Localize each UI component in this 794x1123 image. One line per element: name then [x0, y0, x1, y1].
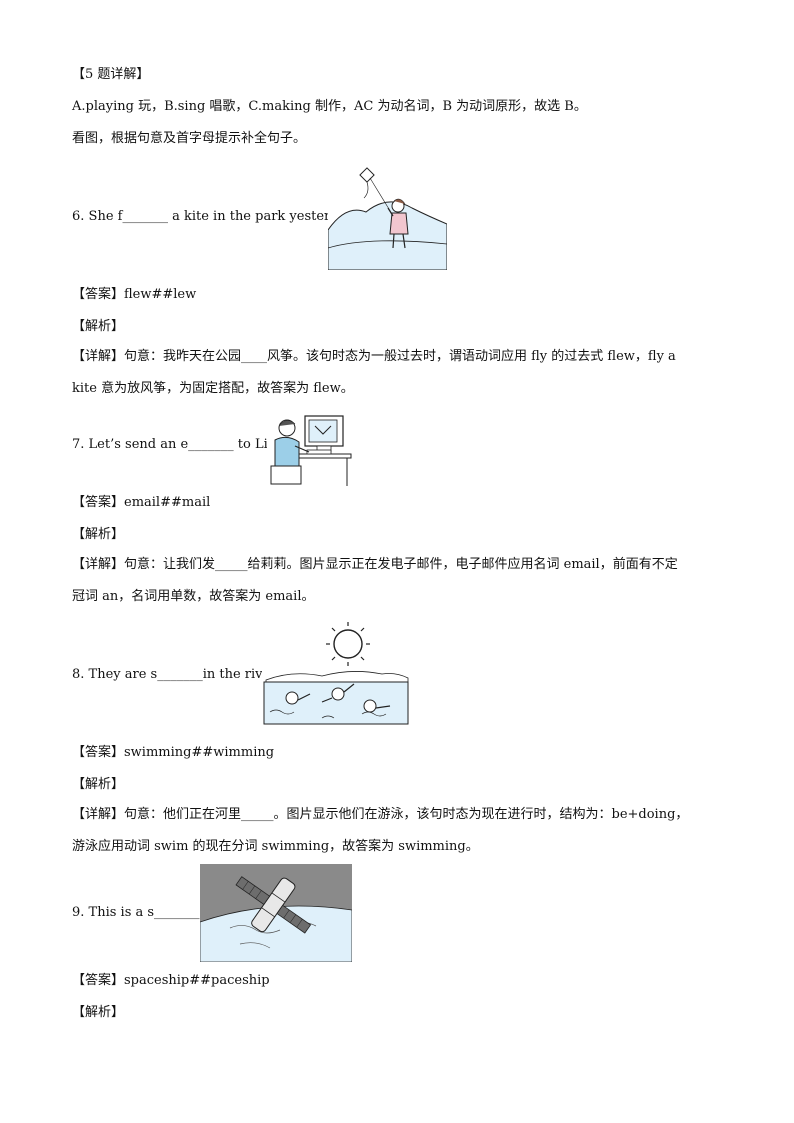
computer-email-illustration [267, 410, 353, 486]
swimming-river-illustration [262, 614, 410, 726]
q8-question: 8. They are s_______in the river. [72, 667, 280, 682]
q8-detail-line2: 游泳应用动词 swim 的现在分词 swimming，故答案为 swimming… [72, 839, 479, 854]
q5-header: 【5 题详解】 [72, 67, 150, 82]
q7-detail-line1: 【详解】句意：让我们发_____给莉莉。图片显示正在发电子邮件，电子邮件应用名词… [72, 557, 678, 572]
q7-question: 7. Let’s send an e_______ to Lili. [72, 437, 281, 452]
q6-question: 6. She f_______ a kite in the park yeste… [72, 209, 357, 224]
q9-analysis: 【解析】 [72, 1005, 125, 1020]
q5-explanation: A.playing 玩，B.sing 唱歌，C.making 制作，AC 为动名… [72, 99, 587, 114]
q7-answer: 【答案】email##mail [72, 495, 211, 510]
q6-analysis: 【解析】 [72, 319, 125, 334]
q8-detail-line1: 【详解】句意：他们正在河里_____。图片显示他们在游泳，该句时态为现在进行时，… [72, 807, 689, 822]
q7-detail-line2: 冠词 an，名词用单数，故答案为 email。 [72, 589, 315, 604]
q9-question: 9. This is a s_______. [72, 905, 204, 920]
q9-answer: 【答案】spaceship##paceship [72, 973, 270, 988]
q6-detail-line2: kite 意为放风筝，为固定搭配，故答案为 flew。 [72, 381, 354, 396]
instruction: 看图，根据句意及首字母提示补全句子。 [72, 131, 307, 146]
q7-analysis: 【解析】 [72, 527, 125, 542]
q6-answer: 【答案】flew##lew [72, 287, 197, 302]
q8-analysis: 【解析】 [72, 777, 125, 792]
q6-detail-line1: 【详解】句意：我昨天在公园____风筝。该句时态为一般过去时，谓语动词应用 fl… [72, 349, 676, 364]
q8-answer: 【答案】swimming##wimming [72, 745, 275, 760]
kite-girl-illustration [328, 164, 447, 270]
spaceship-illustration [200, 864, 352, 962]
